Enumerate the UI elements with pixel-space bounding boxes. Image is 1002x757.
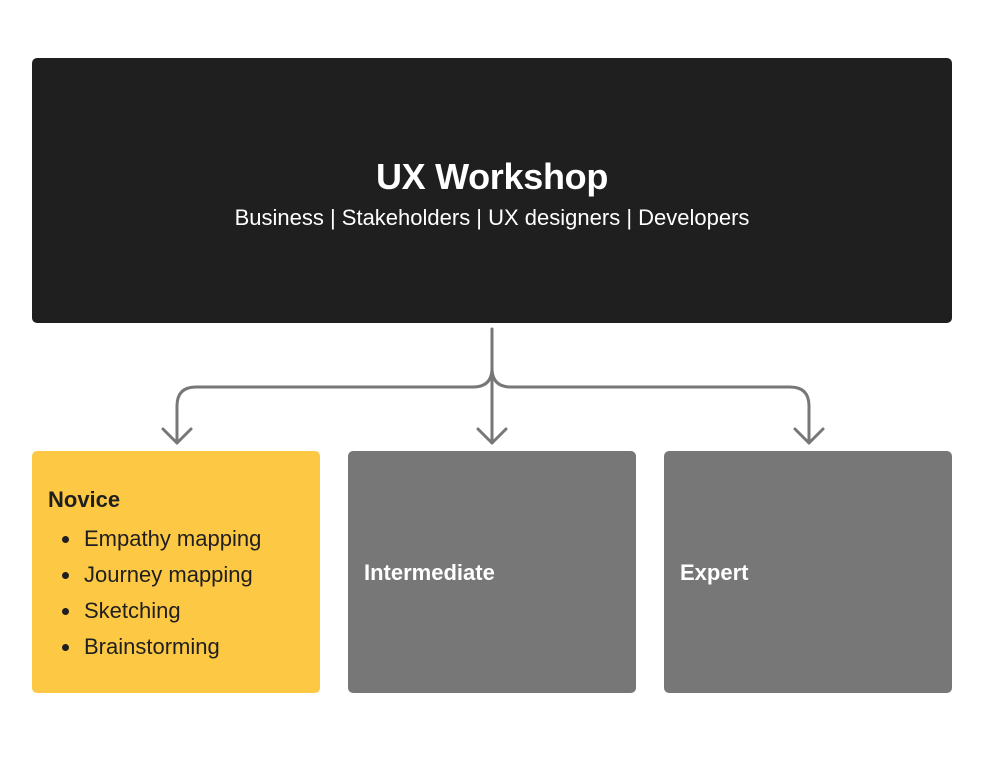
arrowhead-intermediate	[476, 427, 508, 445]
intermediate-title: Intermediate	[364, 560, 495, 585]
novice-title: Novice	[48, 487, 121, 512]
arrowhead-novice	[161, 427, 193, 445]
novice-topic-list: Empathy mapping Journey mapping Sketchin…	[48, 521, 320, 665]
level-card-intermediate: Intermediate	[348, 451, 636, 693]
list-item: Sketching	[48, 593, 320, 629]
list-item: Empathy mapping	[48, 521, 320, 557]
workshop-title: UX Workshop	[375, 156, 609, 197]
connector-right-branch	[490, 366, 811, 445]
level-card-expert: Expert	[664, 451, 952, 693]
workshop-header-box: UX Workshop Business | Stakeholders | UX…	[32, 58, 952, 323]
connector-trunk	[175, 327, 494, 445]
expert-title: Expert	[680, 560, 749, 585]
list-item: Journey mapping	[48, 557, 320, 593]
level-card-novice: Novice Empathy mapping Journey mapping S…	[32, 451, 320, 693]
workshop-audience: Business | Stakeholders | UX designers |…	[234, 205, 750, 230]
arrowhead-expert	[793, 427, 825, 445]
list-item: Brainstorming	[48, 629, 320, 665]
